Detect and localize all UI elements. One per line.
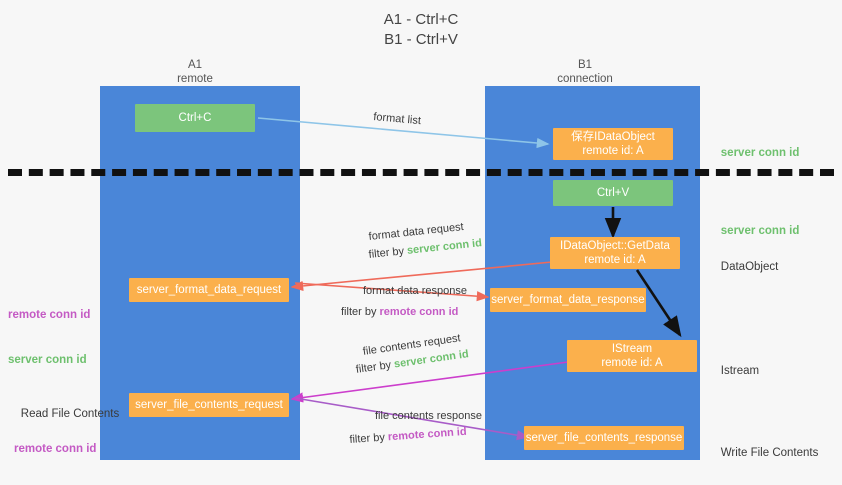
box-ctrl-v-label: Ctrl+V bbox=[596, 187, 630, 199]
label-server-conn-id-mid-text: server conn id bbox=[720, 225, 800, 237]
column-header-b1-sub: connection bbox=[557, 73, 613, 85]
title-line-2: B1 - Ctrl+V bbox=[384, 31, 458, 48]
box-ctrl-c-label: Ctrl+C bbox=[178, 112, 212, 124]
phase-divider bbox=[8, 169, 834, 176]
column-header-a1: A1 remote bbox=[95, 58, 295, 86]
box-idataobject-getdata-line1: IDataObject::GetData bbox=[560, 240, 670, 252]
box-server-file-contents-request-label: server_file_contents_request bbox=[135, 399, 283, 411]
edge-label-format-data-request-filter-value: server conn id bbox=[406, 237, 483, 257]
label-server-conn-id-top-text: server conn id bbox=[720, 147, 800, 159]
label-istream: Istream bbox=[708, 349, 759, 394]
title-line-1: A1 - Ctrl+C bbox=[383, 11, 459, 28]
label-conn-ids-lower: remote conn id server conn id bbox=[14, 412, 96, 485]
box-server-format-data-response[interactable]: server_format_data_response bbox=[490, 288, 646, 312]
edge-label-format-list: format list bbox=[373, 110, 422, 129]
page-title: A1 - Ctrl+C B1 - Ctrl+V bbox=[0, 10, 842, 50]
label-istream-text: Istream bbox=[720, 365, 760, 377]
edge-label-format-list-text: format list bbox=[372, 110, 422, 128]
edge-label-format-data-response-filter: filter by remote conn id bbox=[341, 305, 458, 320]
label-remote-conn-id-lower: remote conn id bbox=[14, 443, 97, 455]
label-server-conn-id-mid: server conn id bbox=[708, 209, 800, 254]
edge-label-format-data-response-filter-prefix: filter by bbox=[341, 306, 380, 318]
label-remote-conn-id-upper: remote conn id bbox=[8, 309, 91, 321]
box-save-idataobject-line2: remote id: A bbox=[582, 145, 644, 157]
label-read-file-contents-text: Read File Contents bbox=[20, 408, 120, 420]
box-idataobject-getdata-line2: remote id: A bbox=[584, 254, 646, 266]
box-server-file-contents-response[interactable]: server_file_contents_response bbox=[524, 426, 684, 450]
edge-label-format-data-request-filter-prefix: filter by bbox=[368, 244, 408, 261]
column-header-b1: B1 connection bbox=[485, 58, 685, 86]
edge-label-file-contents-response-filter-value: remote conn id bbox=[387, 425, 467, 444]
edge-label-file-contents-request-filter-prefix: filter by bbox=[355, 358, 395, 376]
box-idataobject-getdata[interactable]: IDataObject::GetData remote id: A bbox=[550, 237, 680, 269]
label-data-object: DataObject bbox=[708, 245, 779, 290]
box-ctrl-v[interactable]: Ctrl+V bbox=[553, 180, 673, 206]
label-write-file-contents: Write File Contents bbox=[708, 431, 819, 476]
label-server-conn-id-upper: server conn id bbox=[8, 354, 87, 366]
box-server-file-contents-request[interactable]: server_file_contents_request bbox=[129, 393, 289, 417]
label-conn-ids-upper: remote conn id server conn id bbox=[8, 278, 90, 398]
box-server-file-contents-response-label: server_file_contents_response bbox=[525, 432, 683, 444]
edge-label-format-data-response-filter-value: remote conn id bbox=[379, 306, 459, 318]
box-ctrl-c[interactable]: Ctrl+C bbox=[135, 104, 255, 132]
edge-label-file-contents-response-filter: filter by remote conn id bbox=[349, 425, 467, 448]
label-read-file-contents: Read File Contents bbox=[8, 392, 119, 437]
box-istream[interactable]: IStream remote id: A bbox=[567, 340, 697, 372]
box-save-idataobject[interactable]: 保存IDataObject remote id: A bbox=[553, 128, 673, 160]
box-save-idataobject-line1: 保存IDataObject bbox=[571, 131, 655, 143]
box-server-format-data-request[interactable]: server_format_data_request bbox=[129, 278, 289, 302]
label-server-conn-id-top: server conn id bbox=[708, 131, 800, 176]
box-istream-line2: remote id: A bbox=[601, 357, 663, 369]
edge-label-format-data-response-text: format data response bbox=[363, 285, 467, 297]
box-istream-line1: IStream bbox=[611, 343, 653, 355]
label-data-object-text: DataObject bbox=[720, 261, 779, 273]
column-header-a1-name: A1 bbox=[187, 59, 203, 71]
column-header-b1-name: B1 bbox=[577, 59, 593, 71]
column-header-a1-sub: remote bbox=[177, 73, 213, 85]
edge-label-format-data-response: format data response bbox=[363, 284, 467, 299]
box-server-format-data-request-label: server_format_data_request bbox=[136, 284, 282, 296]
label-write-file-contents-text: Write File Contents bbox=[720, 447, 819, 459]
edge-label-file-contents-response-filter-prefix: filter by bbox=[349, 431, 389, 446]
edge-label-file-contents-response-text: file contents response bbox=[375, 410, 483, 422]
box-server-format-data-response-label: server_format_data_response bbox=[491, 294, 645, 306]
edge-label-file-contents-response: file contents response bbox=[375, 409, 482, 424]
